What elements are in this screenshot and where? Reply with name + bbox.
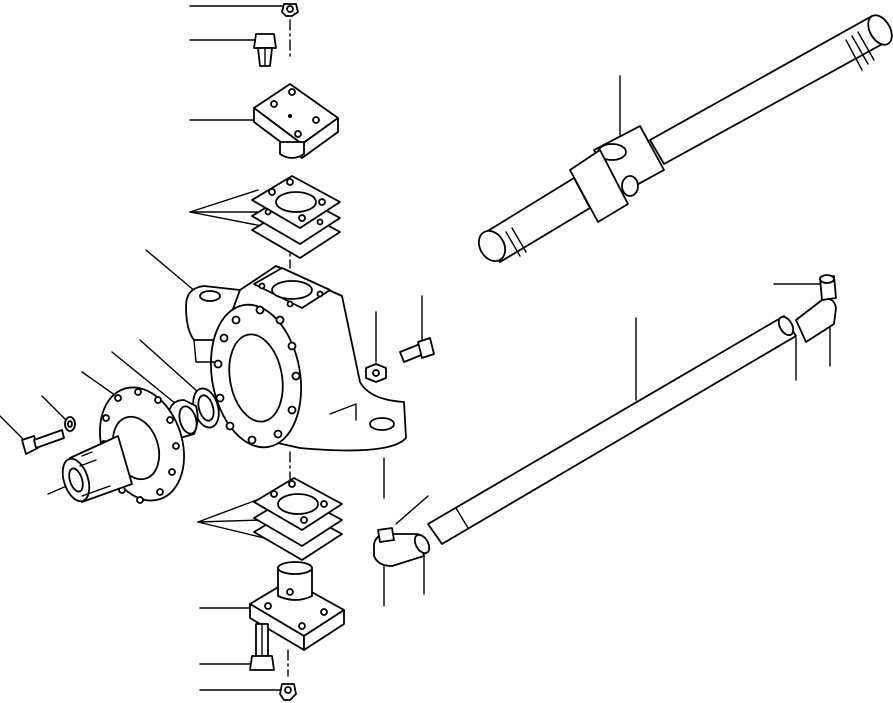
top-nut-grease-fitting: [281, 3, 299, 17]
bottom-bolt: [249, 623, 275, 671]
hub-bolt: [21, 429, 65, 455]
lock-nut: [365, 363, 387, 383]
bottom-grease-fitting: [279, 683, 297, 701]
tie-rod: [427, 315, 797, 545]
steering-knuckle: [185, 265, 407, 452]
wheel-hub: [61, 386, 185, 504]
axle-shaft-u-joint: [477, 14, 893, 263]
lower-king-pin-cap: [249, 561, 345, 651]
leader-lines: [0, 5, 831, 691]
hub-washer: [64, 416, 76, 432]
top-bolt: [253, 33, 277, 67]
stopper-bolt: [399, 337, 435, 363]
lower-shims: [253, 477, 343, 561]
upper-shims: [251, 175, 341, 259]
tie-rod-end-left: [373, 527, 431, 567]
upper-king-pin-cap: [253, 83, 339, 159]
tie-rod-end-right: [777, 274, 837, 343]
